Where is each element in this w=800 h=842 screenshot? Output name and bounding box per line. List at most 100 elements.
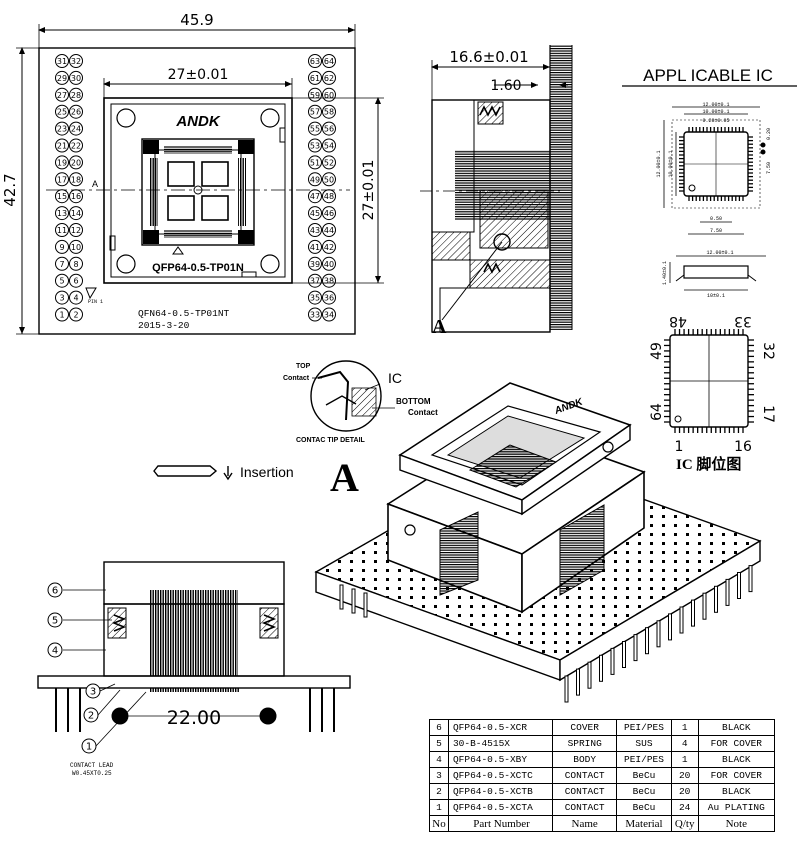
pin-number: 56 bbox=[324, 125, 334, 134]
pin-circle bbox=[308, 155, 322, 170]
pin-circle bbox=[69, 273, 83, 288]
bom-cell-part: QFP64-0.5-XCR bbox=[447, 719, 554, 736]
ic-body-width-dimension: 12.00±0.1 bbox=[702, 102, 729, 108]
pin-circle bbox=[55, 273, 69, 288]
pin-circle bbox=[308, 256, 322, 271]
pin-number: 46 bbox=[324, 209, 334, 218]
pin-circle bbox=[308, 239, 322, 254]
pin-circle bbox=[55, 307, 69, 322]
ic-pitch-tolerance-dimension: 0.20±0.05 bbox=[702, 118, 729, 124]
pin-circle bbox=[308, 121, 322, 136]
pin-circle bbox=[308, 189, 322, 204]
pin-number: 4 bbox=[73, 294, 78, 303]
pin-number: 61 bbox=[310, 74, 320, 83]
bom-header-material: Material bbox=[616, 815, 672, 832]
pin-number: 11 bbox=[57, 226, 67, 235]
pin-circle bbox=[308, 172, 322, 187]
pin-number: 27 bbox=[57, 91, 67, 100]
bom-header-note: Note bbox=[697, 815, 776, 832]
pin-circle bbox=[308, 138, 322, 153]
isometric-view bbox=[314, 382, 762, 703]
callout-number: 5 bbox=[52, 616, 58, 627]
bom-header-no: No bbox=[429, 815, 449, 832]
pin-circle bbox=[322, 155, 336, 170]
iso-pin bbox=[714, 585, 718, 613]
iso-pin bbox=[576, 668, 580, 696]
bom-cell-part: QFP64-0.5-XCTA bbox=[447, 799, 554, 816]
pin-circle bbox=[308, 307, 322, 322]
iso-pin bbox=[633, 634, 638, 662]
bom-cell-no: 5 bbox=[429, 735, 449, 752]
pin-circle bbox=[322, 189, 336, 204]
pin-circle bbox=[69, 121, 83, 136]
pin-circle bbox=[55, 155, 69, 170]
pin-circle bbox=[322, 54, 336, 68]
pin-number: 7 bbox=[59, 260, 64, 269]
ic-inner-height-dimension: 10.00±0.1 bbox=[668, 150, 674, 177]
pin-circle bbox=[69, 138, 83, 153]
window-height-dimension: 27±0.01 bbox=[361, 160, 377, 221]
front-view bbox=[37, 561, 351, 747]
bom-cell-qty: 4 bbox=[670, 735, 699, 752]
pin-circle bbox=[69, 155, 83, 170]
pin-number: 33 bbox=[310, 311, 320, 320]
pin-number: 12 bbox=[71, 226, 81, 235]
pin-circle bbox=[69, 87, 83, 102]
pin-map-label-48: 48 bbox=[669, 313, 687, 329]
ic-span-dimension: 7.50 bbox=[710, 228, 722, 234]
bom-cell-name: SPRING bbox=[552, 735, 618, 752]
bom-cell-note: BLACK bbox=[697, 751, 776, 768]
callout-circle bbox=[47, 642, 63, 658]
pin-circle bbox=[322, 223, 336, 237]
bom-header-qty: Q/ty bbox=[670, 815, 699, 832]
bom-cell-name: CONTACT bbox=[552, 799, 618, 816]
bom-cell-no: 3 bbox=[429, 767, 449, 784]
bom-cell-name: COVER bbox=[552, 719, 618, 736]
iso-pin bbox=[351, 588, 356, 614]
pin-circle bbox=[55, 87, 69, 102]
bom-cell-name: CONTACT bbox=[552, 767, 618, 784]
callout-circle bbox=[47, 612, 63, 628]
height-dimension: 42.7 bbox=[1, 173, 19, 206]
pin-circle bbox=[55, 54, 69, 68]
iso-pin bbox=[748, 565, 753, 593]
offset-dimension: 1.60 bbox=[490, 78, 521, 94]
pin-circle bbox=[55, 121, 69, 136]
pin-circle bbox=[55, 223, 69, 237]
pin-circle bbox=[322, 290, 336, 305]
pin-circle bbox=[55, 290, 69, 305]
pin-circle bbox=[55, 206, 69, 221]
pin-circle bbox=[55, 70, 69, 85]
bom-cell-qty: 1 bbox=[670, 719, 699, 736]
iso-pin bbox=[691, 599, 695, 627]
pin-circle bbox=[322, 87, 336, 102]
pin-number: 10 bbox=[71, 243, 81, 252]
pin-number: 13 bbox=[57, 209, 67, 218]
pin-map-caption: IC 脚位图 bbox=[676, 455, 741, 473]
pin-number: 50 bbox=[324, 175, 334, 184]
callout-circle bbox=[81, 738, 97, 754]
bottom-contact-label-2: Contact bbox=[408, 408, 438, 417]
contact-tip-detail bbox=[153, 360, 395, 481]
pin-map-label-33: 33 bbox=[734, 313, 752, 329]
pin-circle bbox=[322, 307, 336, 322]
pin-circle bbox=[308, 54, 322, 68]
pin-number: 39 bbox=[310, 260, 320, 269]
brand-logo: ANDK bbox=[175, 113, 220, 130]
pin-number: 63 bbox=[310, 57, 320, 66]
pin-number: 57 bbox=[310, 108, 320, 117]
pin-number: 43 bbox=[310, 226, 320, 235]
pin-number: 47 bbox=[310, 192, 320, 201]
depth-dimension: 16.6±0.01 bbox=[449, 48, 528, 66]
pin-number: 2 bbox=[73, 311, 78, 320]
pin-number: 51 bbox=[310, 158, 320, 167]
pin-circle bbox=[69, 307, 83, 322]
ic-label: IC bbox=[388, 370, 402, 386]
callout-number: 4 bbox=[52, 646, 58, 657]
pin-circle bbox=[322, 121, 336, 136]
pin-number: 31 bbox=[57, 57, 67, 66]
pin-number: 41 bbox=[310, 243, 320, 252]
pin-number: 48 bbox=[324, 192, 334, 201]
